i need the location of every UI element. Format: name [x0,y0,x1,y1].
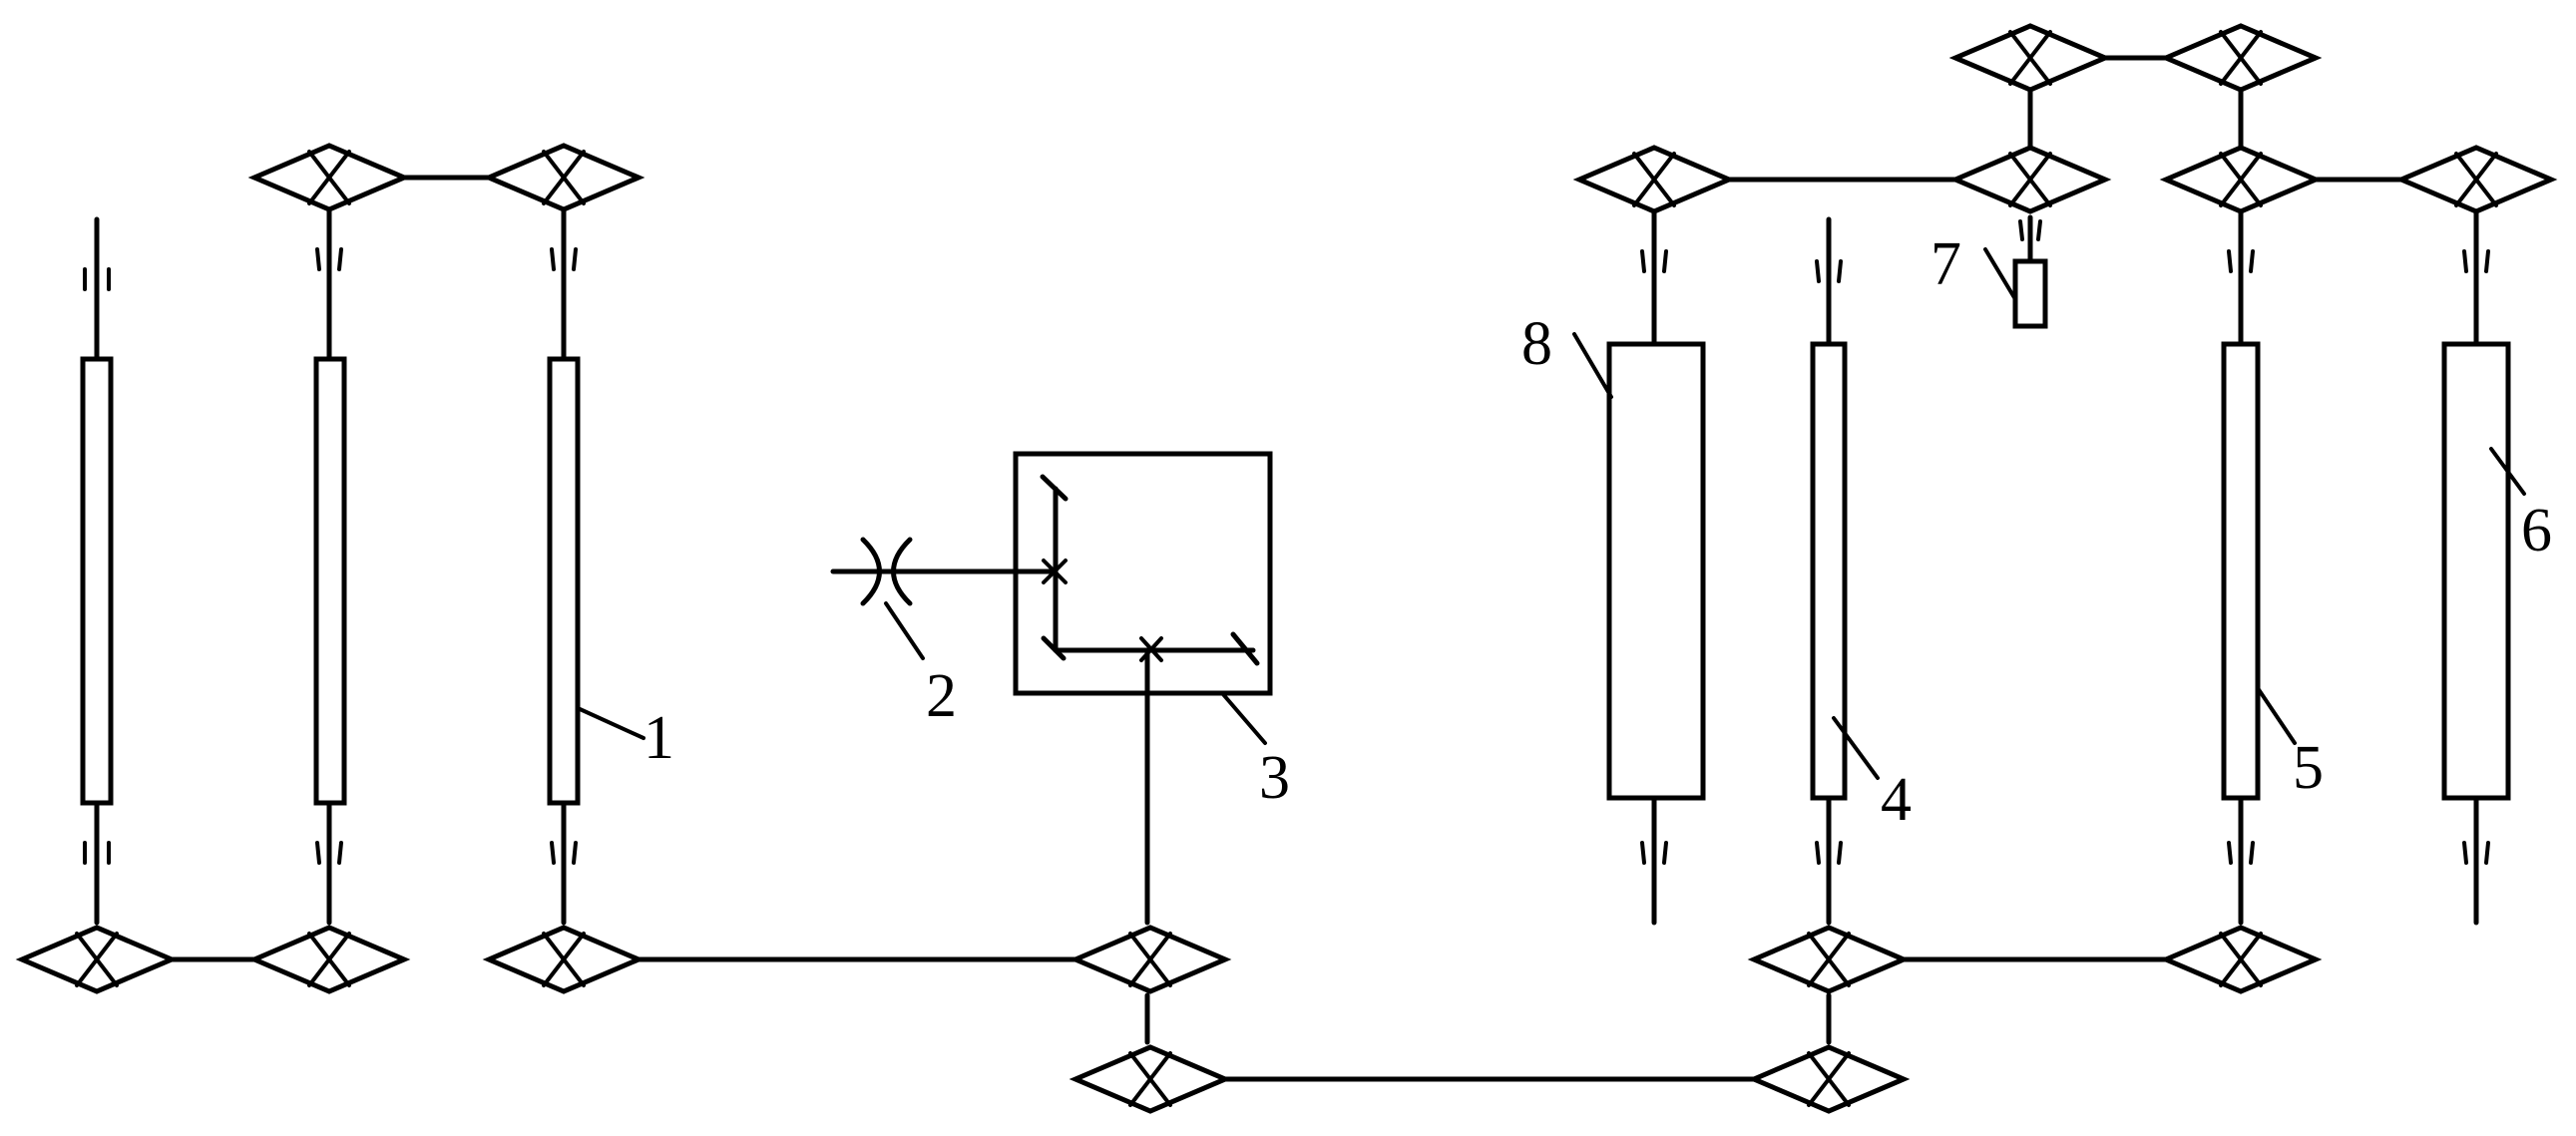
connecting-shafts [164,55,2409,1082]
joint-gb-2 [1069,1044,1232,1114]
roller-6 [2441,206,2511,926]
label-4: 4 [1881,766,1912,834]
label-5: 5 [2293,734,2324,802]
roller-5 [2221,206,2261,926]
leader-lines [576,247,2526,780]
roller-1 [547,206,581,926]
label-3: 3 [1259,744,1290,812]
joint-rb-2 [1747,1044,1911,1114]
label-8: 8 [1521,310,1552,378]
joint-bl-1 [15,925,179,994]
joint-tl-1 [247,143,411,212]
joint-rt-3 [1948,23,2112,93]
joint-tl-2 [482,143,645,212]
joint-rt-5 [2159,145,2323,214]
joint-rt-6 [2394,145,2558,214]
label-2: 2 [926,662,957,730]
joint-rb-3 [2159,925,2323,994]
label-1: 1 [644,704,674,772]
coupling-2 [860,537,913,606]
roller-4 [1810,216,1848,926]
roller-left-b [313,206,347,926]
joint-rt-1 [1572,145,1736,214]
joint-bl-2 [247,925,411,994]
gearbox-3 [830,451,1273,926]
joint-bl-3 [482,925,645,994]
joint-gb-1 [1069,925,1232,994]
joint-rt-4 [2159,23,2323,93]
label-6: 6 [2521,497,2552,565]
roller-8 [1606,206,1706,926]
universal-joints [15,23,2558,1114]
roller-left-a [80,216,114,926]
joint-rb-1 [1747,925,1911,994]
joint-rt-2 [1948,145,2112,214]
component-7 [2012,214,2048,329]
label-7: 7 [1931,230,1961,298]
